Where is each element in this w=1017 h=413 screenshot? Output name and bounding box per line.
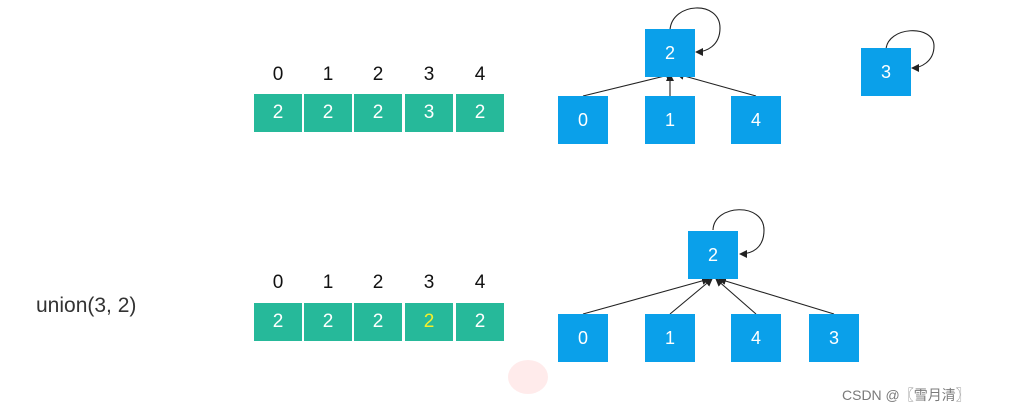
tree-node-root: 2	[688, 231, 738, 279]
tree-node-root: 3	[861, 48, 911, 96]
array-cell: 3	[404, 93, 454, 133]
index-label: 2	[372, 64, 384, 85]
array-cell: 2	[303, 93, 353, 133]
tree-node: 1	[645, 96, 695, 144]
watermark: CSDN @〖雪月清〗	[842, 387, 970, 403]
index-label: 0	[272, 64, 284, 85]
edge-0-to-2	[582, 71, 674, 97]
edge-0-to-2-bottom	[582, 277, 710, 315]
tree-node: 4	[731, 314, 781, 362]
index-label: 1	[322, 272, 334, 293]
index-label: 4	[474, 272, 486, 293]
index-label: 2	[372, 272, 384, 293]
edge-4-to-2	[676, 72, 757, 97]
decorative-blob	[508, 360, 548, 394]
tree-node: 1	[645, 314, 695, 362]
tree-node: 3	[809, 314, 859, 362]
array-cell-highlighted: 2	[404, 302, 454, 342]
index-label: 3	[423, 272, 435, 293]
index-label: 1	[322, 64, 334, 85]
tree-node: 0	[558, 314, 608, 362]
tree-node: 4	[731, 96, 781, 144]
array-cell: 2	[455, 93, 505, 133]
array-cell: 2	[455, 302, 505, 342]
array-cell: 2	[303, 302, 353, 342]
tree-node-root: 2	[645, 29, 695, 77]
edge-1-to-2-bottom	[669, 278, 713, 315]
array-cell: 2	[253, 93, 303, 133]
self-loop-2-bottom	[712, 209, 765, 258]
index-label: 0	[272, 272, 284, 293]
self-loop-3	[885, 30, 935, 72]
index-label: 4	[474, 64, 486, 85]
operation-label: union(3, 2)	[36, 294, 137, 317]
array-cell: 2	[353, 302, 403, 342]
array-cell: 2	[253, 302, 303, 342]
tree-node: 0	[558, 96, 608, 144]
array-cell: 2	[353, 93, 403, 133]
edge-3-to-2-bottom	[718, 277, 835, 315]
index-label: 3	[423, 64, 435, 85]
self-loop-2-top	[669, 7, 721, 56]
